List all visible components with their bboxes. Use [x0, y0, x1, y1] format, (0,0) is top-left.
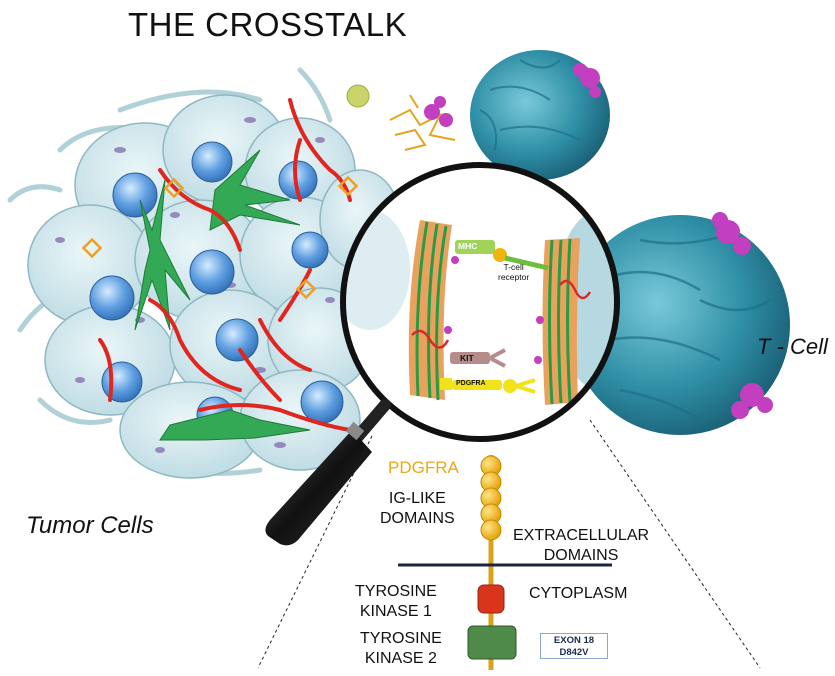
- antigen-particles: [346, 84, 456, 151]
- tyrosine-kinase-1-label: TYROSINE KINASE 1: [355, 583, 437, 620]
- ig-domain-5: [480, 519, 502, 541]
- pdgfra-label: PDGFRA: [388, 458, 459, 477]
- lens-content: [343, 165, 617, 439]
- t-cell-right: [570, 212, 790, 435]
- cytoplasm-label: CYTOPLASM: [529, 585, 628, 602]
- lens-pdgfra: [440, 378, 536, 394]
- extracellular-domains-label: EXTRACELLULAR DOMAINS: [513, 527, 650, 564]
- tumor-cells-label: Tumor Cells: [26, 512, 154, 539]
- kit-receptor: [450, 348, 506, 368]
- zoom-lines: [257, 419, 761, 669]
- tyrosine-kinase-2-box: [467, 625, 517, 660]
- mhc-label: MHC: [458, 241, 478, 251]
- magnifier: [265, 162, 620, 546]
- ig-like-domains-label: IG-LIKE DOMAINS: [380, 490, 455, 527]
- tcell-membrane: [534, 238, 592, 405]
- t-cell-label: T - Cell: [757, 334, 828, 359]
- tyrosine-kinase-1-box: [477, 584, 505, 614]
- tcr-label: T-cell receptor: [498, 262, 530, 282]
- page-title: THE CROSSTALK: [128, 6, 408, 43]
- lens-pdgfra-label: PDGFRA: [456, 380, 486, 387]
- mhc-tcr-complex: [455, 240, 549, 271]
- tyrosine-kinase-2-label: TYROSINE KINASE 2: [360, 630, 442, 667]
- kit-label: KIT: [460, 353, 474, 363]
- exon-mutation-box: EXON 18 D842V: [540, 633, 608, 659]
- tumor-tissue: [7, 67, 401, 479]
- tumor-membrane: [408, 220, 459, 401]
- t-cell-upper: [470, 50, 610, 180]
- magnifier-handle: [265, 399, 391, 546]
- pdgfra-schematic: [398, 455, 612, 670]
